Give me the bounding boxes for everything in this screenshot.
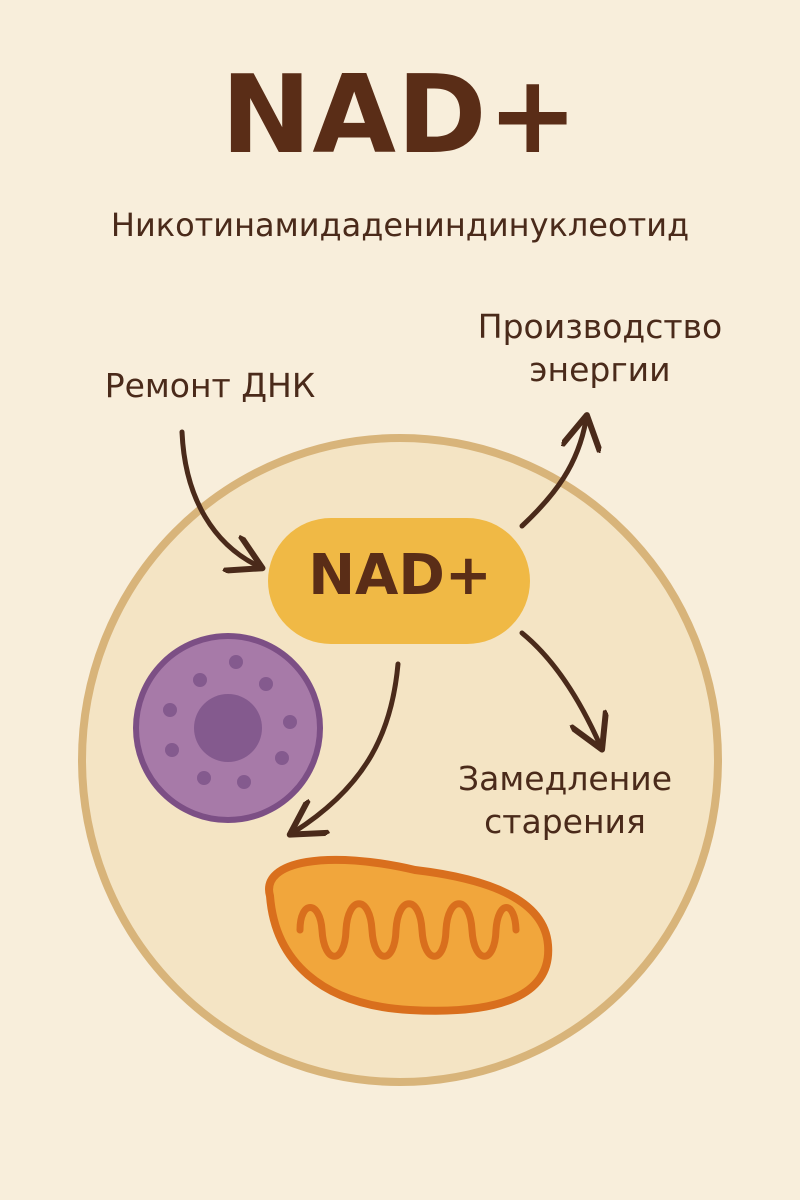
arrow-nad-to-mitochondrion xyxy=(294,661,401,832)
label-energy-line2: энергии xyxy=(529,349,671,389)
arrow-dna-to-nad xyxy=(179,429,258,566)
label-dna-repair-text: Ремонт ДНК xyxy=(104,366,316,405)
main-title: NAD+ xyxy=(220,53,580,178)
subtitle: Никотинамидадениндинуклеотид xyxy=(110,206,690,244)
nucleus-organelle xyxy=(133,633,323,823)
label-aging-line2: старения xyxy=(484,801,646,841)
label-slowing-aging: Замедление старения xyxy=(410,758,720,844)
nad-core-label: NAD+ xyxy=(308,543,492,608)
arrow-nad-to-energy xyxy=(519,420,586,529)
label-energy-line1: Производство xyxy=(477,307,723,346)
label-energy-production: Производство энергии xyxy=(430,306,770,392)
nad-core xyxy=(268,518,530,644)
label-dna-repair: Ремонт ДНК xyxy=(70,365,350,408)
mitochondrion-organelle xyxy=(265,855,553,1015)
arrow-nad-to-aging xyxy=(519,630,600,745)
label-aging-line1: Замедление xyxy=(457,759,673,798)
cell-membrane xyxy=(78,434,722,1086)
